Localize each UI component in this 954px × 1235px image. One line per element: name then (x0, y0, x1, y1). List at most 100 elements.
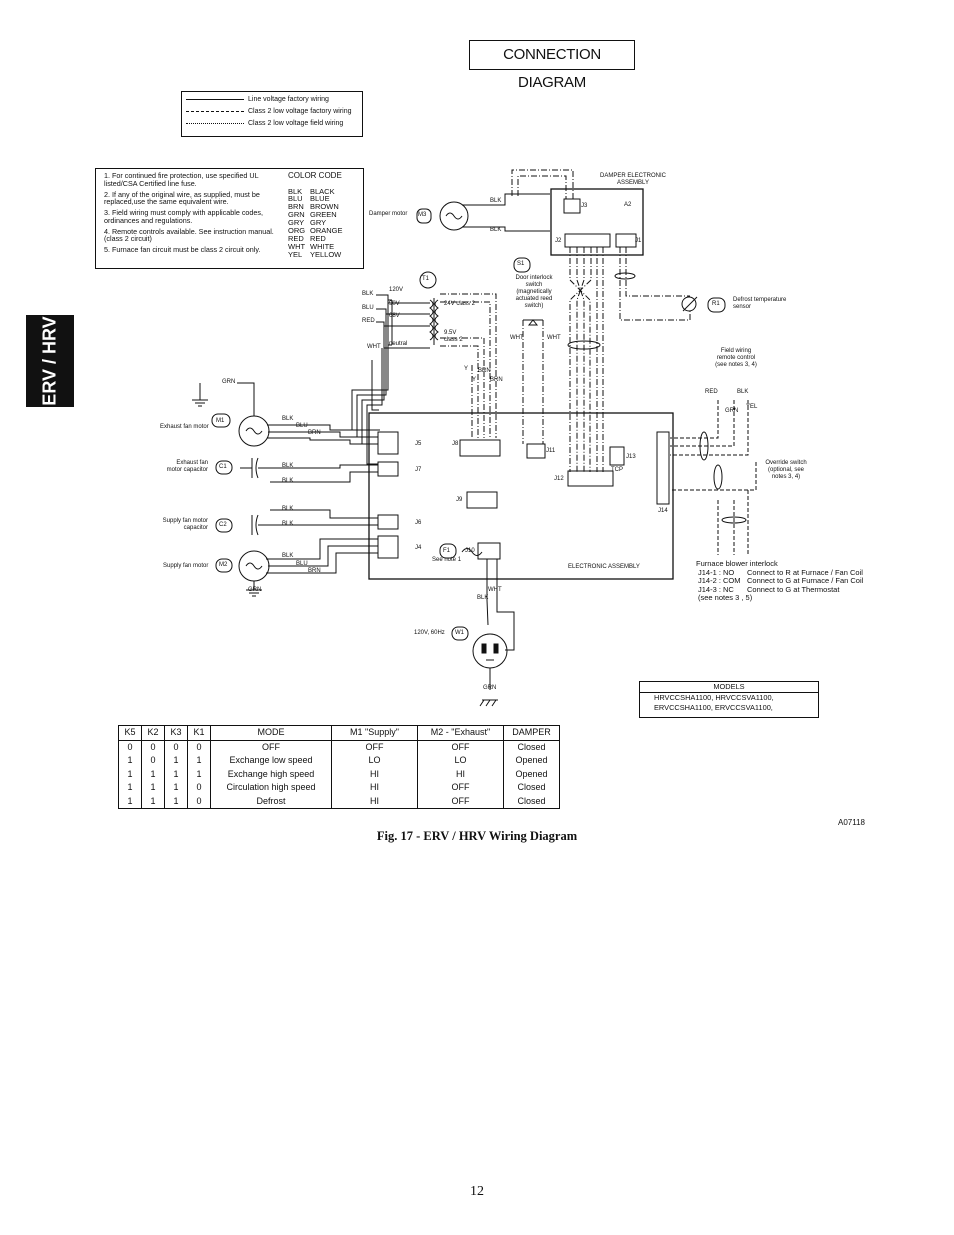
m2-tag: M2 (219, 562, 228, 568)
transformer-t1 (388, 271, 439, 346)
w1-tag: W1 (455, 630, 464, 636)
note: 2. If any of the original wire, as suppl… (104, 189, 260, 207)
j10-tag: J10 (465, 548, 475, 554)
wire-label: YEL (746, 404, 758, 410)
s1-tag: S1 (517, 261, 525, 267)
fuse-and-power (439, 543, 515, 707)
j8-tag: J8 (452, 441, 459, 447)
damper-motor-m3 (416, 193, 550, 232)
j11-tag: J11 (546, 448, 556, 454)
c2-tag: C2 (219, 522, 227, 528)
wire-label: BLK (490, 227, 502, 233)
supply-capacitor-label: Supply fan motor capacitor (162, 518, 208, 531)
a2-tag: A2 (624, 202, 632, 208)
bundle-tie (721, 516, 747, 524)
j2-tag: J2 (555, 238, 562, 244)
note: 1. For continued fire protection, use sp… (104, 171, 259, 188)
page-title: CONNECTION DIAGRAM (469, 40, 635, 91)
bundle-tie (567, 340, 601, 350)
wire-label: BLK (282, 553, 294, 559)
furnace-interlock-note: (see notes 3 , 5) (698, 593, 753, 603)
wire-label: GRN (248, 587, 262, 593)
door-interlock-label: Door interlock switch (magnetically actu… (515, 275, 553, 309)
table-header: K1 (187, 725, 211, 741)
wire-label: RED (705, 389, 718, 395)
class2-95-label: 9.5V class 2 (444, 330, 463, 343)
tcp-tag: TCP (611, 467, 623, 473)
j9-tag: J9 (456, 497, 463, 503)
wire-label: BLK (282, 521, 294, 527)
legend-row: Line voltage factory wiring (182, 94, 362, 105)
legend-row: Class 2 low voltage field wiring (182, 118, 362, 129)
mode-table: K5 K2 K3 K1 MODE M1 "Supply" M2 - "Exhau… (118, 725, 560, 809)
wire-label: Y (472, 377, 477, 383)
c1-tag: C1 (219, 464, 227, 470)
note: 5. Furnace fan circuit must be class 2 c… (104, 245, 261, 255)
exhaust-fan-motor-m1 (192, 382, 380, 447)
wire-label: BLK (282, 506, 294, 512)
wire-label: BRN (308, 568, 321, 574)
j3-tag: J3 (581, 203, 588, 209)
legend-label: Class 2 low voltage factory wiring (248, 108, 352, 115)
defrost-sensor-r1 (619, 247, 726, 321)
f1-tag: F1 (443, 548, 451, 554)
electronic-assembly-label: ELECTRONIC ASSEMBLY (568, 564, 640, 570)
legend-label: Line voltage factory wiring (248, 96, 329, 103)
t1-tag: T1 (422, 276, 430, 282)
transformer-secondary-wires (440, 293, 497, 438)
section-tab-label: ERV / HRV (39, 316, 60, 406)
legend-row: Class 2 low voltage factory wiring (182, 106, 362, 117)
bundle-tie (699, 431, 709, 461)
class2-24-label: 24V class 2 (444, 301, 476, 307)
wire-label: Y (464, 366, 469, 372)
notes-box: 1. For continued fire protection, use sp… (95, 168, 364, 269)
j7-tag: J7 (415, 467, 422, 473)
table-header: M2 - "Exhaust" (417, 725, 504, 741)
wire-label: GRN (483, 685, 497, 691)
wire-label: BRN (308, 430, 321, 436)
j4-tag: J4 (415, 545, 422, 551)
exhaust-motor-label: Exhaust fan motor (160, 424, 209, 430)
electronic-assembly-board (368, 412, 674, 580)
v68-label: 68V (389, 313, 400, 319)
supply-motor-label: Supply fan motor (163, 563, 209, 569)
wire-label: BLK (737, 389, 749, 395)
note: 4. Remote controls available. See instru… (104, 226, 274, 244)
j1-tag: J1 (635, 238, 642, 244)
solid-line-swatch (186, 99, 244, 100)
table-header: K2 (141, 725, 165, 741)
wire-label: BLK (282, 416, 294, 422)
table-header: K5 (118, 725, 142, 741)
j14-tag: J14 (658, 508, 668, 514)
dashed-line-swatch (186, 123, 244, 124)
note: 3. Field wiring must comply with applica… (104, 208, 263, 225)
table-header: MODE (210, 725, 332, 741)
r1-tag: R1 (712, 301, 720, 307)
notes-list: 1. For continued fire protection, use sp… (104, 172, 276, 257)
wire-label: BLU (296, 561, 308, 567)
m1-tag: M1 (216, 418, 225, 424)
table-header-row: K5 K2 K3 K1 MODE M1 "Supply" M2 - "Exhau… (118, 725, 560, 741)
exhaust-capacitor-label: Exhaust fan motor capacitor (166, 460, 208, 473)
override-switch-label: Override switch (optional, see notes 3, … (765, 460, 807, 480)
wire-label: GRN (222, 379, 236, 385)
j12-tag: J12 (554, 476, 564, 482)
j6-tag: J6 (415, 520, 422, 526)
